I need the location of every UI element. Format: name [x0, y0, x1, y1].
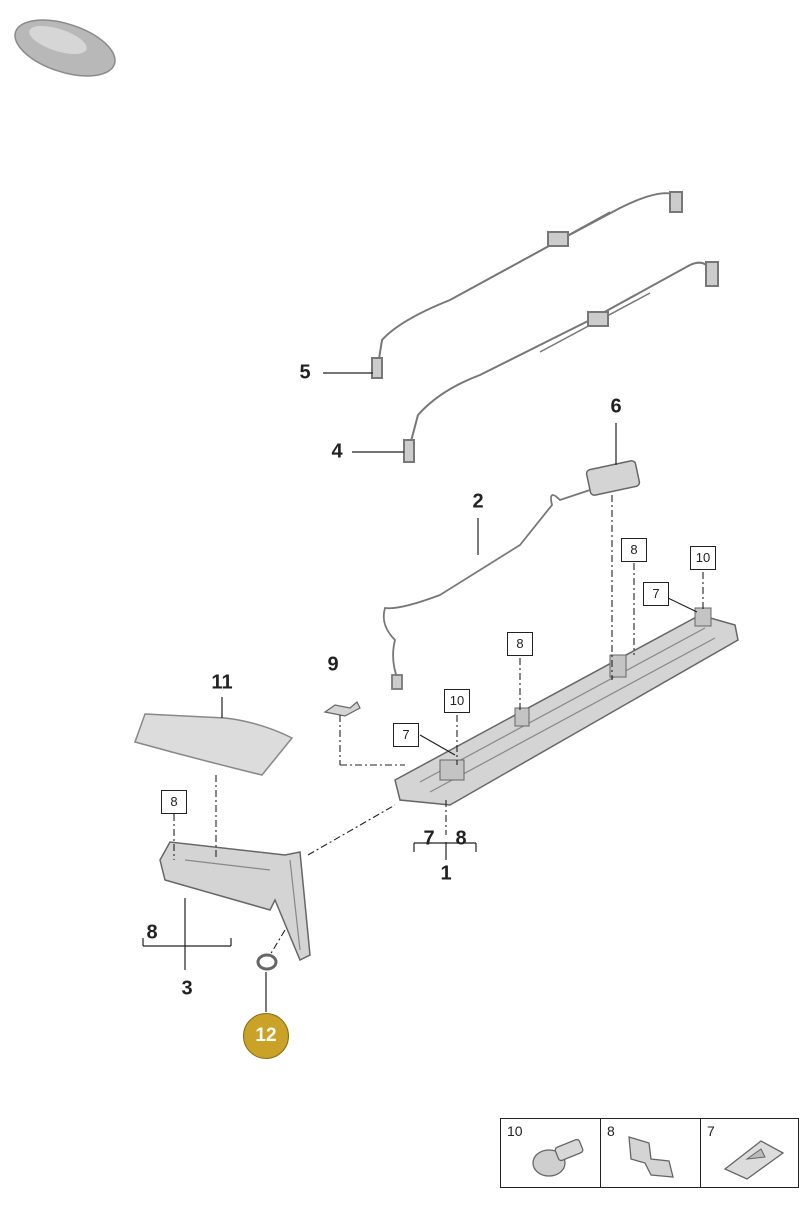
- legend-cell-bolt[interactable]: 10: [501, 1119, 601, 1187]
- cable-4: [403, 261, 719, 463]
- bracket-3: [159, 841, 311, 962]
- rail-1: [394, 607, 739, 806]
- boxed-ref-8-left[interactable]: 8: [161, 790, 187, 814]
- callout-3[interactable]: 3: [181, 977, 193, 1000]
- legend-cell-speed-nut[interactable]: 7: [701, 1119, 798, 1187]
- highlighted-part-12[interactable]: 12: [243, 1013, 289, 1059]
- callout-8-bracket[interactable]: 8: [146, 921, 158, 944]
- callout-1[interactable]: 1: [440, 862, 452, 885]
- boxed-ref-10-top-right[interactable]: 10: [690, 546, 716, 570]
- bolt-icon: [532, 1138, 584, 1177]
- ring-12: [256, 953, 278, 971]
- callout-6[interactable]: 6: [610, 395, 622, 418]
- lever-9: [323, 701, 361, 717]
- callout-11[interactable]: 11: [211, 671, 233, 694]
- callout-9[interactable]: 9: [327, 653, 339, 676]
- cover-11: [134, 713, 294, 776]
- callout-8-rail[interactable]: 8: [455, 827, 467, 850]
- boxed-ref-8-top-right[interactable]: 8: [621, 538, 647, 562]
- dashed-lines: [173, 495, 704, 956]
- clip-icon: [628, 1136, 674, 1178]
- speed-nut-icon: [723, 1140, 785, 1180]
- boxed-ref-7-top-right[interactable]: 7: [643, 582, 669, 606]
- legend-cell-clip[interactable]: 8: [601, 1119, 701, 1187]
- callout-4[interactable]: 4: [331, 440, 343, 463]
- legend-number: 8: [607, 1123, 615, 1139]
- callout-2[interactable]: 2: [472, 490, 484, 513]
- leader-lines: [142, 372, 698, 1012]
- boxed-ref-10-mid[interactable]: 10: [444, 689, 470, 713]
- actuator-6: [585, 460, 641, 496]
- cable-5: [371, 191, 683, 379]
- callout-5[interactable]: 5: [299, 361, 311, 384]
- callout-7[interactable]: 7: [423, 827, 435, 850]
- boxed-ref-8-mid[interactable]: 8: [507, 632, 533, 656]
- vehicle-thumbnail: [14, 19, 116, 77]
- boxed-ref-7-mid[interactable]: 7: [393, 723, 419, 747]
- wire-harness-2: [382, 489, 591, 690]
- legend-number: 10: [507, 1123, 523, 1139]
- fastener-legend: 10 8 7: [500, 1118, 799, 1188]
- legend-number: 7: [707, 1123, 715, 1139]
